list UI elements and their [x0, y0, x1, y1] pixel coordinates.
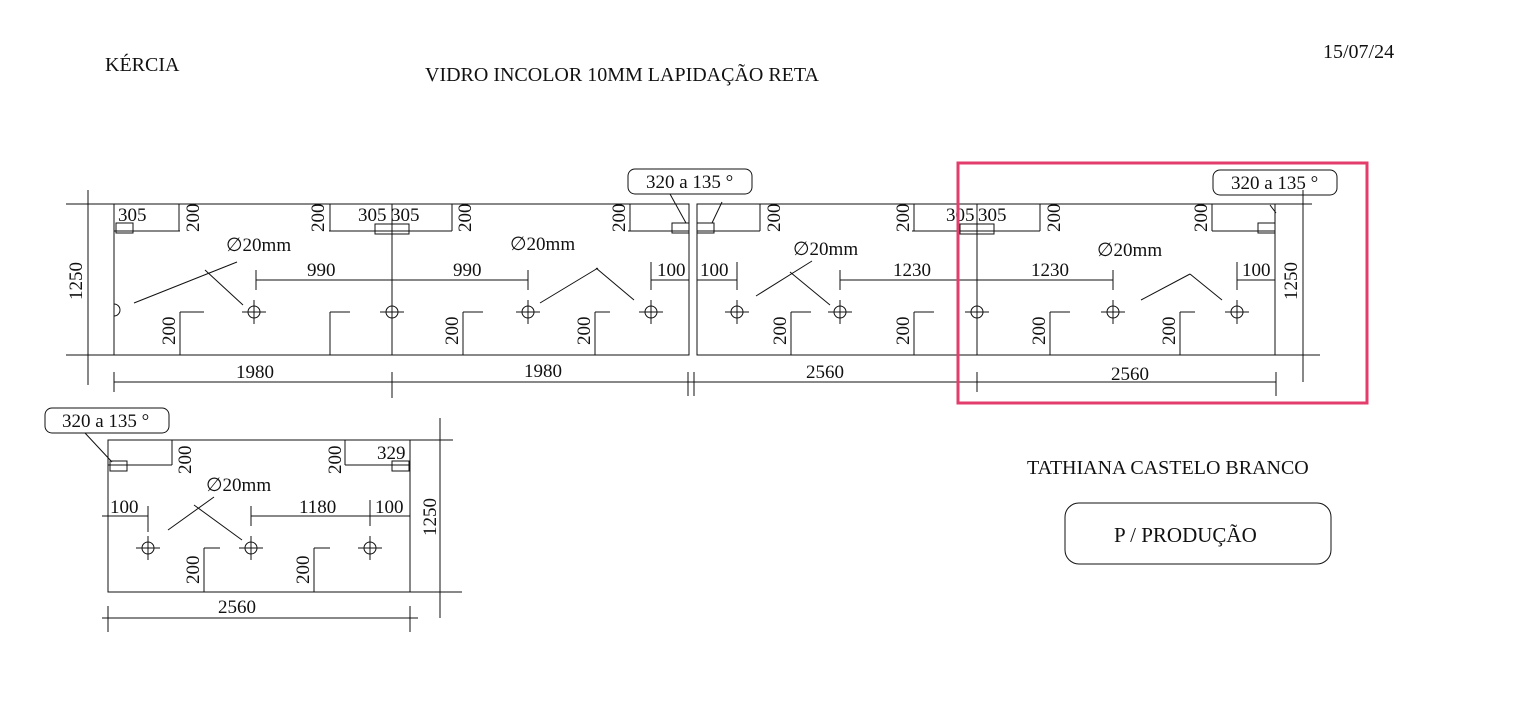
panel-3-hole-distance: 1230 [893, 260, 931, 281]
production-stamp: P / PRODUÇÃO [1064, 502, 1332, 565]
panel-4-offset-label-c: 200 [1029, 317, 1050, 346]
panel-3-offset-label-b: 200 [893, 204, 914, 233]
panel-4-height-label: 1250 [1281, 262, 1302, 300]
panel-5-height-label: 1250 [420, 498, 441, 536]
panel-4-offset-label-a: 200 [1044, 204, 1065, 233]
panel-5-corner-note: 320 a 135 ° [44, 407, 170, 434]
material-spec: VIDRO INCOLOR 10MM LAPIDAÇÃO RETA [425, 62, 820, 86]
panel-3-width-label: 2560 [806, 362, 844, 383]
panel-5-edge: 329 [377, 443, 406, 464]
panel-4-hole-offset: 100 [1242, 260, 1271, 281]
panel-1-height-label: 1250 [66, 262, 87, 300]
panel-1-hole-distance: 990 [307, 260, 336, 281]
panel-5-offset-label-a: 200 [175, 446, 196, 475]
production-stamp-frame [1064, 502, 1332, 565]
panel-2-hole-offset: 100 [657, 260, 686, 281]
panel-5-hole-offset-right: 100 [375, 497, 404, 518]
panel-5-width-label: 2560 [218, 597, 256, 618]
panel-1-offset-label-a: 200 [183, 204, 204, 233]
panel-2-hole-diameter: ∅20mm [510, 234, 575, 255]
panel-4-hole-diameter: ∅20mm [1097, 240, 1162, 261]
panel-3-hole-offset: 100 [700, 260, 729, 281]
panel-2-offset-label-a: 200 [455, 204, 476, 233]
panel-2-edge-left: 305 [358, 205, 387, 226]
panel-1-hole-diameter: ∅20mm [226, 235, 291, 256]
panel-1-offset-label-b: 200 [308, 204, 329, 233]
panel-5-hole-distance: 1180 [299, 497, 336, 518]
panel-3-offset-label-c: 200 [770, 317, 791, 346]
responsible-name: TATHIANA CASTELO BRANCO [1027, 457, 1309, 479]
panel-5-hole-offset-left: 100 [110, 497, 139, 518]
panel-4-width-label: 2560 [1111, 364, 1149, 385]
panel-3-hole-diameter: ∅20mm [793, 239, 858, 260]
panel-5-offset-label-c: 200 [183, 556, 204, 585]
panel-2-offset-label-d: 200 [574, 317, 595, 346]
panel-3-edge: 305 [946, 205, 975, 226]
panel-4-offset-label-d: 200 [1159, 317, 1180, 346]
panel-2-hole-distance: 990 [453, 260, 482, 281]
panel-4-offset-label-b: 200 [1191, 204, 1212, 233]
drawing-date: 15/07/24 [1323, 41, 1394, 63]
panel-1-offset-label-c: 200 [159, 317, 180, 346]
panel-2-offset-label-b: 200 [609, 204, 630, 233]
panel-3-offset-label-d: 200 [893, 317, 914, 346]
panel-4-edge: 305 [978, 205, 1007, 226]
panel-2-edge-right: 305 [391, 205, 420, 226]
svg-text:320 a 135 °: 320 a 135 ° [62, 411, 149, 432]
client-name: KÉRCIA [105, 53, 180, 76]
panel-1-edge-label: 305 [118, 205, 147, 226]
panel-5: 320 a 135 ° 200 200 329 ∅20mm 100 1180 1… [44, 407, 462, 632]
panel-1-width-label: 1980 [236, 362, 274, 383]
panel-2-width-label: 1980 [524, 361, 562, 382]
panel-2-offset-label-c: 200 [442, 317, 463, 346]
panel-4-corner-note: 320 a 135 ° [1212, 169, 1338, 196]
panel-5-hole-diameter: ∅20mm [206, 475, 271, 496]
panel-4-hole-distance: 1230 [1031, 260, 1069, 281]
panel-3-offset-label-a: 200 [764, 204, 785, 233]
panel-2-corner-note: 320 a 135 ° [627, 168, 753, 195]
svg-text:320 a 135 °: 320 a 135 ° [646, 172, 733, 193]
production-stamp-label: P / PRODUÇÃO [1114, 523, 1257, 547]
panel-5-offset-label-b: 200 [325, 446, 346, 475]
panel-5-offset-label-d: 200 [293, 556, 314, 585]
svg-text:320 a 135 °: 320 a 135 ° [1231, 173, 1318, 194]
highlight-box [956, 161, 1369, 405]
